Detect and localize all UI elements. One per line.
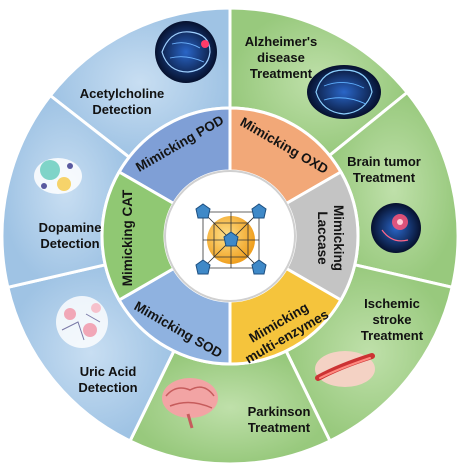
brain-tumor-icon bbox=[371, 203, 421, 253]
dopamine-cells-icon bbox=[34, 158, 82, 194]
inner-label-laccase: MimickingLaccase bbox=[315, 205, 346, 271]
mof-nanozyme-icon bbox=[195, 203, 267, 275]
brain-network-icon bbox=[155, 21, 217, 83]
uric-acid-cells-icon bbox=[56, 296, 108, 348]
inner-label-cat: Mimicking CAT bbox=[120, 189, 135, 286]
brain-icon bbox=[162, 378, 218, 429]
blood-vessel-icon bbox=[315, 351, 375, 387]
glowing-brain-icon bbox=[307, 65, 381, 119]
